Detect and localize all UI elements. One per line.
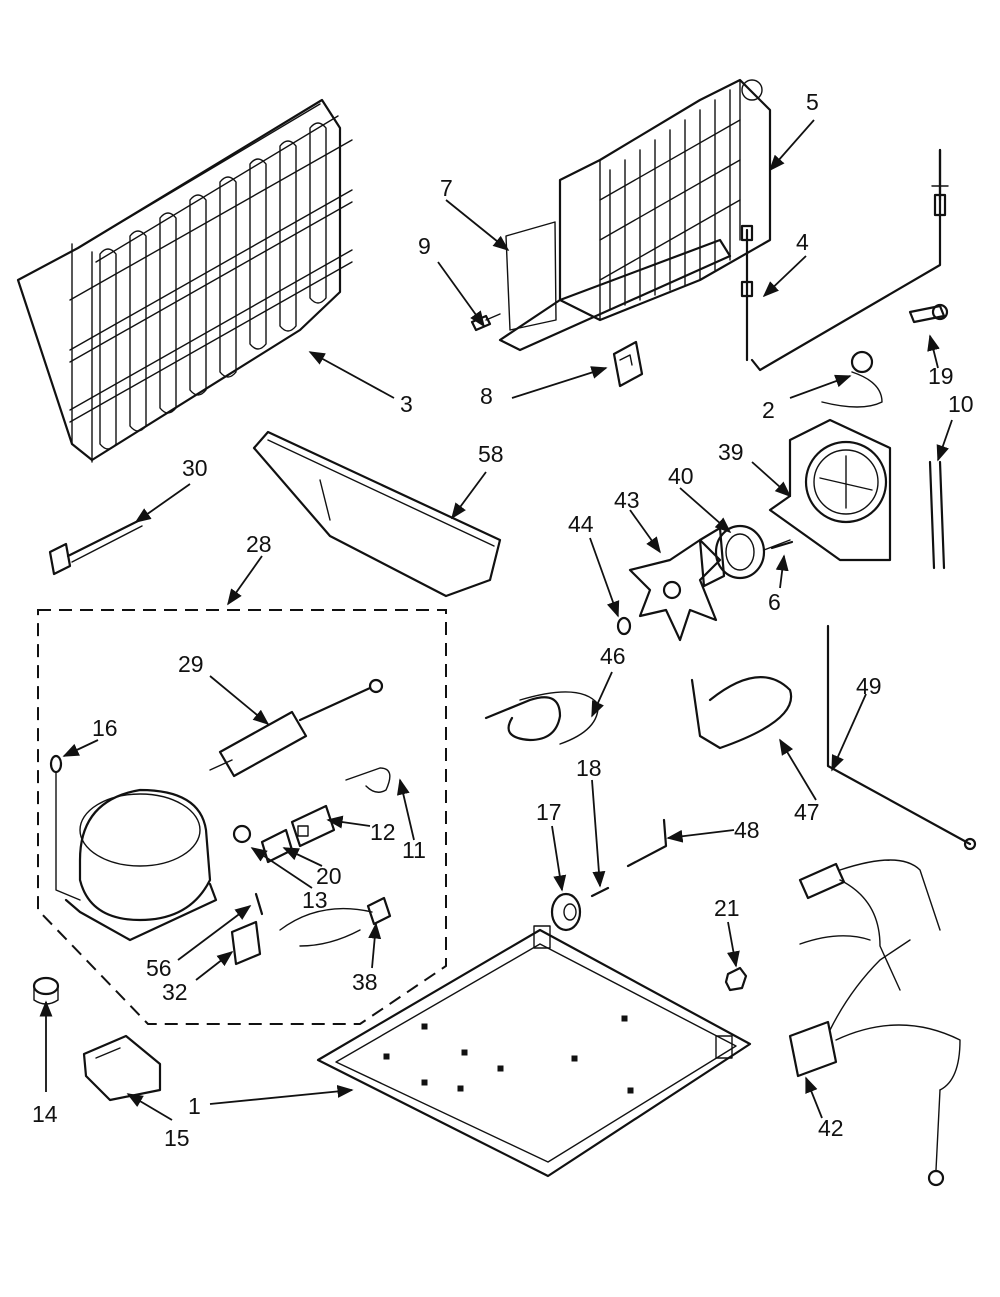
condenser-coil: [16, 98, 353, 463]
bracket-15: [82, 1034, 162, 1102]
screw-18: [590, 886, 610, 898]
label-47: 47: [794, 799, 820, 825]
label-19: 19: [928, 363, 954, 389]
label-49: 49: [856, 673, 882, 699]
label-56: 56: [146, 955, 172, 981]
label-28: 28: [246, 531, 272, 557]
compressor: [55, 771, 218, 942]
rod-49: [826, 624, 977, 851]
label-29: 29: [178, 651, 204, 677]
clip-11: [345, 767, 391, 793]
fan-shroud: [768, 418, 892, 562]
label-21: 21: [714, 895, 740, 921]
wire-harness-42: [788, 859, 961, 1187]
harness-38: [279, 896, 392, 947]
label-43: 43: [614, 487, 640, 513]
label-48: 48: [734, 817, 760, 843]
label-39: 39: [718, 439, 744, 465]
callout-labels: 7 9 5 4 8 3 19 2 10 39 58 30 28 40 43 44…: [32, 89, 974, 1151]
roller-17: [550, 892, 582, 932]
label-40: 40: [668, 463, 694, 489]
label-12: 12: [370, 819, 396, 845]
label-20: 20: [316, 863, 342, 889]
drain-pan: [252, 430, 502, 598]
nut-21: [724, 966, 748, 992]
screw-16: [49, 754, 63, 774]
grommet-14: [32, 976, 60, 1005]
label-7: 7: [440, 175, 453, 201]
label-38: 38: [352, 969, 378, 995]
label-18: 18: [576, 755, 602, 781]
label-11: 11: [402, 837, 426, 863]
evaporator: [498, 78, 772, 352]
screw-56: [254, 892, 264, 916]
label-42: 42: [818, 1115, 844, 1141]
drain-hose-46: [484, 691, 599, 745]
label-5: 5: [806, 89, 819, 115]
label-10: 10: [948, 391, 974, 417]
defrost-heater: [740, 148, 949, 372]
thermostat-2: [821, 350, 883, 408]
label-58: 58: [478, 441, 504, 467]
label-15: 15: [164, 1125, 190, 1151]
clip-8: [612, 340, 644, 388]
leader-lines: [39, 119, 953, 1121]
rod-10: [928, 460, 946, 570]
fan-motor: [698, 524, 791, 588]
compressor-kit-outline: [37, 609, 447, 1025]
label-13: 13: [302, 887, 328, 913]
nut-44: [616, 616, 632, 636]
capacitor-32: [230, 920, 262, 966]
label-46: 46: [600, 643, 626, 669]
label-16: 16: [92, 715, 118, 741]
label-9: 9: [418, 233, 431, 259]
relay-12: [290, 804, 336, 848]
label-17: 17: [536, 799, 562, 825]
label-3: 3: [400, 391, 413, 417]
label-14: 14: [32, 1101, 58, 1127]
base-pan: [316, 925, 752, 1178]
tube-47: [690, 676, 793, 750]
fan-blade: [628, 538, 722, 642]
screw-6: [770, 540, 794, 550]
label-30: 30: [182, 455, 208, 481]
plug-19: [908, 303, 949, 324]
label-6: 6: [768, 589, 781, 615]
label-8: 8: [480, 383, 493, 409]
grommet-13: [232, 824, 252, 844]
label-2: 2: [762, 397, 775, 423]
sensor-30: [48, 518, 143, 576]
label-1: 1: [188, 1093, 201, 1119]
drier-29: [209, 678, 384, 778]
label-44: 44: [568, 511, 594, 537]
label-4: 4: [796, 229, 809, 255]
tube-48: [626, 818, 668, 868]
label-32: 32: [162, 979, 188, 1005]
